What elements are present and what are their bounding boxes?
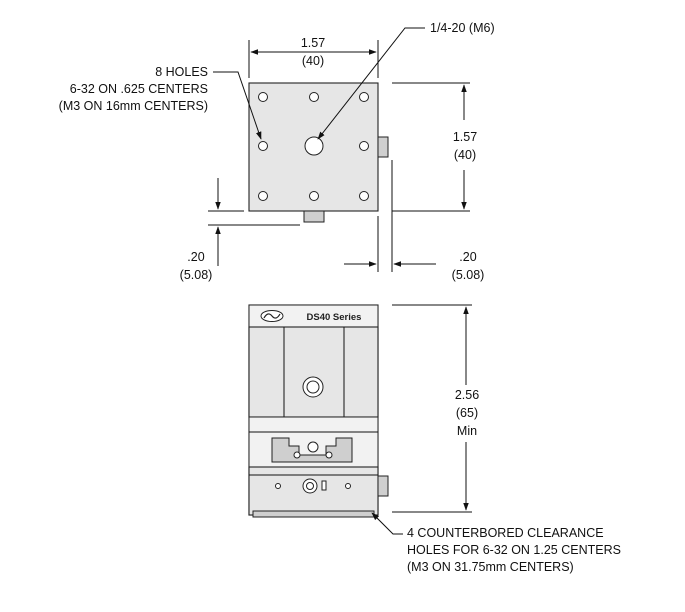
height-mm-label: (40) [454,148,476,162]
holes-leader [213,71,262,140]
side-adjuster-knob-front [377,475,389,497]
mount-label-line1: 4 COUNTERBORED CLEARANCE [407,526,604,540]
mounting-holes-8 [258,92,369,201]
center-hole-label: 1/4-20 (M6) [430,21,495,35]
brand-logo [260,310,284,322]
width-in-label: 1.57 [301,36,325,50]
base-hole [345,483,351,489]
base-hole [275,483,281,489]
center-tapped-hole [304,136,324,156]
mounting-hole [258,191,268,201]
mounting-hole [258,92,268,102]
width-mm-label: (40) [302,54,324,68]
base-foot [252,510,375,518]
holes-label-line2: 6-32 ON .625 CENTERS [70,82,208,96]
mounting-hole [359,92,369,102]
counterbore-leader [371,512,403,535]
side-adjuster-knob [377,136,389,158]
front-height-in-label: 2.56 [455,388,479,402]
mounting-hole [309,191,319,201]
holes-label-line1: 8 HOLES [155,65,208,79]
carriage-block [248,326,379,418]
bottom-adjuster-knob [303,210,325,223]
offset-left-in-label: .20 [187,250,204,264]
series-label: DS40 Series [307,312,362,323]
front-view: DS40 Series 2.56 (65) Min [248,304,621,574]
slide-screw [325,451,333,459]
offset-right-mm-label: (5.08) [452,268,485,282]
mounting-hole [359,141,369,151]
mounting-hole [309,92,319,102]
slide-screw [293,451,301,459]
adjuster-knob-center [306,482,314,490]
center-hole-leader [317,27,425,140]
lock-slot [321,480,327,491]
offset-right-in-label: .20 [459,250,476,264]
carriage-screw-inner [306,380,320,394]
height-in-label: 1.57 [453,130,477,144]
mount-label-line2: HOLES FOR 6-32 ON 1.25 CENTERS [407,543,621,557]
front-height-mm-label: (65) [456,406,478,420]
top-view: 1.57 (40) 1.57 (40) 1/4-20 (M6) 8 HOLES … [59,21,495,282]
mounting-hole [359,191,369,201]
offset-left-mm-label: (5.08) [180,268,213,282]
holes-label-line3: (M3 ON 16mm CENTERS) [59,99,208,113]
front-height-note: Min [457,424,477,438]
mounting-hole [258,141,268,151]
drive-screw [307,441,319,453]
mount-label-line3: (M3 ON 31.75mm CENTERS) [407,560,574,574]
